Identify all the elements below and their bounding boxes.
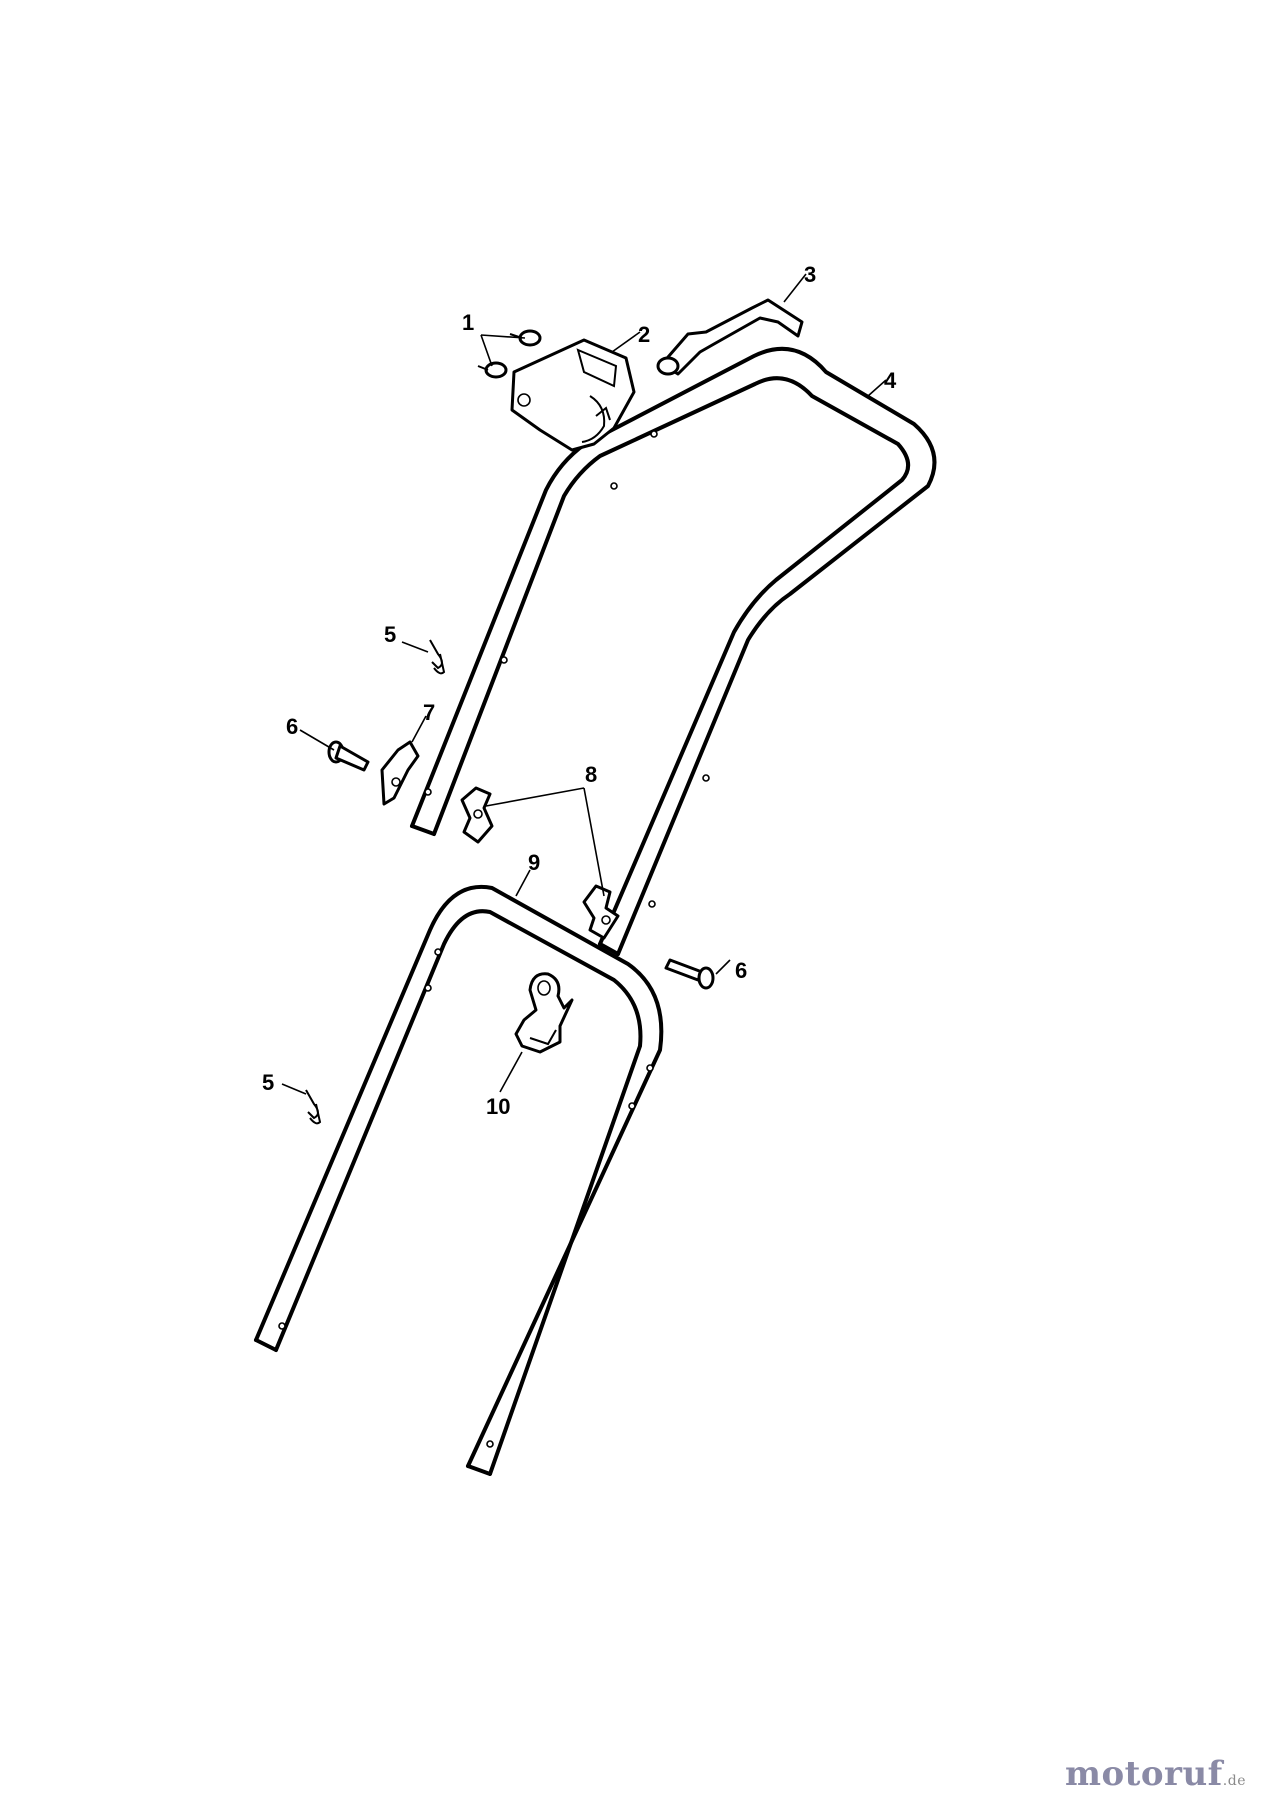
bolt-part-6-right [664,958,715,990]
callout-3: 3 [804,262,816,287]
bolt-part-6-left [327,740,370,772]
callout-10: 10 [486,1094,510,1119]
callout-5-upper: 5 [384,622,396,647]
callout-6-right: 6 [735,958,747,983]
lower-handle [254,884,664,1476]
bracket-part-7 [380,740,420,806]
screw-part-1 [477,329,542,379]
control-housing-part-2 [510,338,636,452]
cable-lever-part-3 [656,298,804,376]
callout-2: 2 [638,322,650,347]
callout-5-lower: 5 [262,1070,274,1095]
wing-knob-part-8-upper [460,786,494,844]
watermark-domain: .de [1222,1773,1246,1789]
upper-handle [410,346,937,956]
watermark-brand: motoruf [1065,1754,1223,1794]
callout-4: 4 [884,368,897,393]
callout-1: 1 [462,310,474,335]
cable-clip-part-10 [514,972,574,1054]
wing-knob-part-8-lower [582,884,620,940]
callout-7: 7 [423,700,435,725]
callouts: 1 2 3 4 5 6 7 8 9 6 5 10 [262,262,897,1119]
watermark-logo: motoruf.de [1065,1754,1246,1794]
callout-6-left: 6 [286,714,298,739]
leader-lines [281,273,887,1095]
clip-part-5-lower [305,1089,322,1125]
callout-8: 8 [585,762,597,787]
clip-part-5-upper [429,639,446,675]
callout-9: 9 [528,850,540,875]
